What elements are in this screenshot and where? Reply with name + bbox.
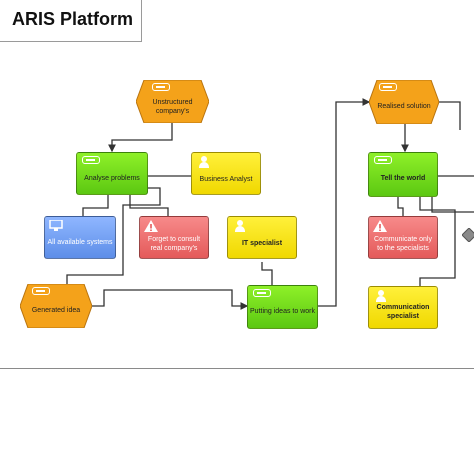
person-icon (376, 290, 386, 302)
edge-putting-realised (318, 98, 371, 307)
arrow-tag-icon (253, 289, 271, 297)
event-label: Generated idea (31, 307, 81, 314)
person-icon (235, 220, 245, 232)
edge-tell-comm-specialist (419, 197, 456, 286)
risk-label: Communicate only to the specialists (374, 236, 432, 252)
role-label: Communication specialist (376, 304, 430, 320)
function-label: Tell the world (380, 175, 426, 182)
risk-label: Forget to consult real company's (147, 236, 201, 252)
risk-communicate-only-to-specialists[interactable]: Communicate only to the specialists (368, 216, 438, 259)
function-analyse-problems[interactable]: Analyse problems (76, 152, 148, 195)
warning-icon (144, 220, 158, 232)
edge-realised-right (438, 101, 461, 130)
arrow-tag-icon (32, 287, 50, 295)
arrow-tag-icon (379, 83, 397, 91)
function-tell-the-world[interactable]: Tell the world (368, 152, 438, 197)
arrow-tag-icon (152, 83, 170, 91)
event-generated-idea[interactable]: Generated idea (20, 284, 92, 328)
edge-tell-diamond (431, 197, 474, 213)
edge-analyse-generated-idea (66, 187, 161, 284)
risk-forget-to-consult[interactable]: Forget to consult real company's (139, 216, 209, 259)
bottom-divider (0, 368, 474, 369)
role-communication-specialist[interactable]: Communication specialist (368, 286, 438, 329)
role-it-specialist[interactable]: IT specialist (227, 216, 297, 259)
person-icon (199, 156, 209, 168)
info-label: All available systems (47, 239, 113, 246)
edge-unstructured-analyse (108, 123, 173, 153)
event-unstructured-companys[interactable]: Unstructured company's (136, 80, 209, 123)
title-box: ARIS Platform (0, 0, 142, 42)
event-label: Realised solution (377, 103, 431, 110)
event-hexagon-shape (369, 80, 439, 124)
edge-it-specialist-putting (261, 262, 273, 285)
event-label: Unstructured company's (152, 99, 193, 115)
role-business-analyst[interactable]: Business Analyst (191, 152, 261, 195)
arrow-tag-icon (374, 156, 392, 164)
role-label: Business Analyst (199, 176, 253, 183)
event-realised-solution[interactable]: Realised solution (369, 80, 439, 124)
function-putting-ideas-to-work[interactable]: Putting ideas to work (247, 285, 318, 329)
event-hexagon-shape (20, 284, 92, 328)
function-label: Putting ideas to work (250, 308, 315, 315)
page-title: ARIS Platform (12, 9, 134, 29)
gateway-diamond-icon[interactable] (462, 228, 474, 242)
edge-analyse-forget (129, 195, 169, 216)
monitor-icon (49, 220, 63, 231)
edge-generated-putting (92, 289, 249, 310)
info-all-available-systems[interactable]: All available systems (44, 216, 116, 259)
edge-analyse-all-systems (82, 195, 109, 216)
role-label: IT specialist (241, 240, 283, 247)
function-label: Analyse problems (84, 175, 140, 182)
edge-tell-communicate (397, 197, 404, 216)
warning-icon (373, 220, 387, 232)
arrow-tag-icon (82, 156, 100, 164)
